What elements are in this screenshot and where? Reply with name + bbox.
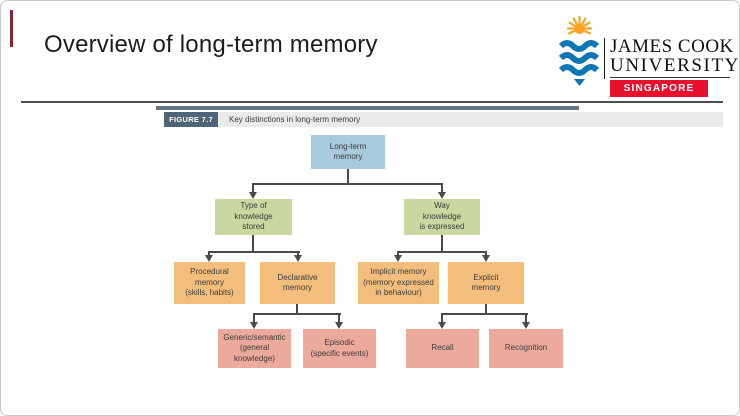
node-generic-semantic: Generic/semantic (general knowledge) <box>218 329 291 368</box>
node-declarative-memory: Declarative memory <box>260 262 335 304</box>
connector-to-implicit <box>397 251 399 256</box>
node-type-of-knowledge: Type of knowledge stored <box>215 199 292 235</box>
connector-explicit-bar <box>441 313 528 315</box>
page-title: Overview of long-term memory <box>44 31 378 58</box>
node-procedural-memory: Procedural memory (skills, habits) <box>174 262 245 304</box>
connector-to-explicit <box>485 251 487 256</box>
logo-divider <box>604 38 605 79</box>
accent-tick <box>10 10 13 47</box>
content-divider <box>156 106 579 110</box>
figure-label: FIGURE 7.7 <box>164 112 218 127</box>
arrowhead-icon <box>335 322 343 329</box>
logo-underline <box>610 77 730 78</box>
connector-to-recall <box>441 313 443 323</box>
sun-icon <box>566 15 593 35</box>
node-explicit-memory: Explicit memory <box>448 262 524 304</box>
connector-to-procedural <box>208 251 210 256</box>
node-recognition: Recognition <box>489 329 563 368</box>
singapore-banner: SINGAPORE <box>610 80 708 97</box>
jcu-emblem-icon <box>558 15 600 86</box>
arrowhead-icon <box>249 192 257 199</box>
jcu-logo: JAMES COOK UNIVERSITY SINGAPORE <box>557 11 740 99</box>
connector-to-way <box>441 183 443 193</box>
title-divider <box>21 101 723 103</box>
node-implicit-memory: Implicit memory (memory expressed in beh… <box>358 262 439 304</box>
node-way-knowledge-expressed: Way knowledge is expressed <box>404 199 480 235</box>
connector-declarative-stem <box>296 304 298 315</box>
connector-to-declarative <box>297 251 299 256</box>
node-recall: Recall <box>406 329 479 368</box>
arrowhead-icon <box>522 322 530 329</box>
connector-way-bar <box>397 251 487 253</box>
connector-type-stem <box>252 235 254 253</box>
connector-explicit-stem <box>485 304 487 315</box>
connector-way-stem <box>441 235 443 253</box>
connector-to-generic <box>253 313 255 323</box>
connector-to-episodic <box>338 313 340 323</box>
waves-icon <box>558 40 600 76</box>
logo-wordmark-line2: UNIVERSITY <box>610 55 740 76</box>
chevron-down-icon <box>574 79 585 86</box>
figure-caption: Key distinctions in long-term memory <box>218 112 723 127</box>
connector-type-bar <box>208 251 300 253</box>
node-long-term-memory: Long-term memory <box>311 135 385 169</box>
arrowhead-icon <box>438 322 446 329</box>
arrowhead-icon <box>394 255 402 262</box>
connector-declarative-bar <box>253 313 341 315</box>
arrowhead-icon <box>438 192 446 199</box>
connector-ltm-stem <box>347 169 349 184</box>
node-episodic: Episodic (specific events) <box>303 329 376 368</box>
connector-to-recognition <box>525 313 527 323</box>
arrowhead-icon <box>482 255 490 262</box>
connector-to-type <box>252 183 254 193</box>
arrowhead-icon <box>205 255 213 262</box>
connector-ltm-bar <box>252 183 443 185</box>
logo-wordmark-line1: JAMES COOK <box>610 36 734 57</box>
arrowhead-icon <box>294 255 302 262</box>
arrowhead-icon <box>250 322 258 329</box>
